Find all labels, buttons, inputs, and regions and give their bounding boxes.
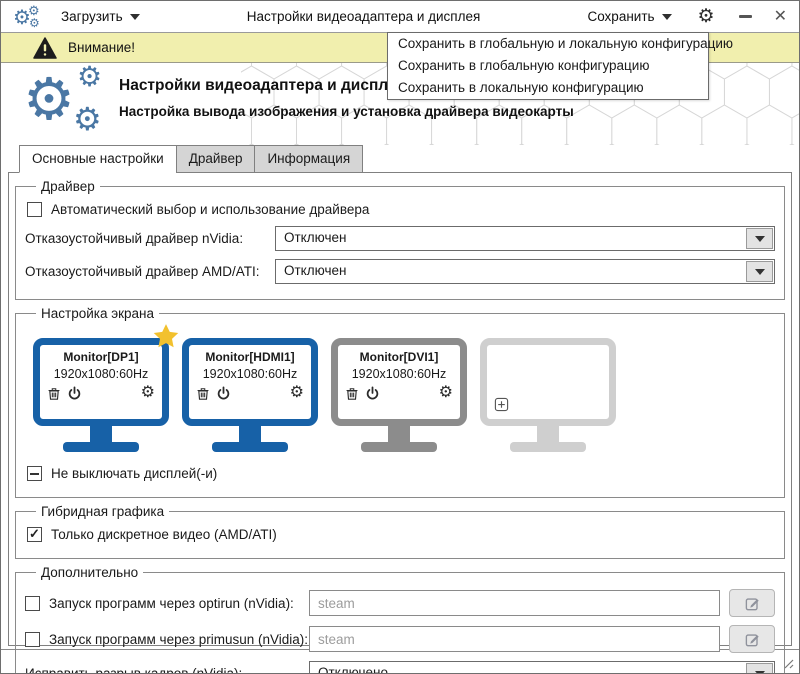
gears-logo-icon: ⚙ ⚙ ⚙ <box>23 63 103 137</box>
power-icon[interactable] <box>67 386 82 401</box>
dropdown-arrow-button[interactable] <box>746 663 773 673</box>
edit-pencil-icon <box>745 633 759 646</box>
nvidia-failsafe-select[interactable]: Отключен <box>275 226 775 251</box>
edit-pencil-icon <box>745 597 759 610</box>
chevron-down-icon <box>661 13 672 20</box>
tab-bar: Основные настройки Драйвер Информация <box>1 145 799 173</box>
tab-information[interactable]: Информация <box>254 145 364 173</box>
delete-monitor-icon[interactable] <box>47 386 61 401</box>
window-title: Настройки видеоадаптера и дисплея <box>246 9 481 24</box>
screen-group: Настройка экрана Monitor[DP1] 1920x1080:… <box>15 306 785 498</box>
optirun-command-input[interactable] <box>309 590 720 616</box>
dropdown-arrow-button[interactable] <box>746 261 773 282</box>
primusun-checkbox[interactable] <box>25 631 40 647</box>
resize-grip[interactable] <box>780 655 794 669</box>
close-button[interactable]: ✕ <box>773 7 787 25</box>
save-button-label: Сохранить <box>587 9 655 24</box>
app-logo-icon: ⚙ ⚙ ⚙ <box>13 2 40 30</box>
monitor-dvi1[interactable]: Monitor[DVI1] 1920x1080:60Hz <box>331 338 467 452</box>
page-title: Настройки видеоадаптера и дисплея <box>119 77 406 94</box>
discrete-only-label: Только дискретное видео (AMD/ATI) <box>51 527 277 542</box>
page-subtitle: Настройка вывода изображения и установка… <box>119 104 574 119</box>
amd-failsafe-select[interactable]: Отключен <box>275 259 775 284</box>
monitor-mode: 1920x1080:60Hz <box>351 367 447 381</box>
amd-failsafe-value: Отключен <box>284 263 347 278</box>
warning-text: Внимание! <box>68 40 136 55</box>
auto-driver-checkbox[interactable] <box>27 202 42 217</box>
screen-group-title: Настройка экрана <box>41 306 154 321</box>
tab-main-settings[interactable]: Основные настройки <box>19 145 177 173</box>
tearing-fix-value: Отключено <box>318 665 388 674</box>
save-button[interactable]: Сохранить <box>587 9 672 24</box>
minimize-button[interactable] <box>738 15 752 18</box>
driver-group: Драйвер Автоматический выбор и использов… <box>15 179 785 300</box>
monitor-name: Monitor[DVI1] <box>359 350 439 364</box>
nvidia-failsafe-label: Отказоустойчивый драйвер nVidia: <box>25 231 244 246</box>
monitor-mode: 1920x1080:60Hz <box>53 367 149 381</box>
power-icon[interactable] <box>365 386 380 401</box>
power-icon[interactable] <box>216 386 231 401</box>
dropdown-arrow-button[interactable] <box>746 228 773 249</box>
toolbar: ⚙ ⚙ ⚙ Загрузить Настройки видеоадаптера … <box>1 1 799 33</box>
chevron-down-icon <box>129 13 140 20</box>
keep-display-on-label: Не выключать дисплей(-и) <box>51 466 218 481</box>
tab-panel: Драйвер Автоматический выбор и использов… <box>8 172 792 673</box>
tearing-fix-select[interactable]: Отключено <box>309 661 775 674</box>
optirun-checkbox[interactable] <box>25 595 40 611</box>
monitor-settings-gear-icon[interactable]: ⚙ <box>289 384 304 401</box>
primusun-edit-button[interactable] <box>729 625 775 653</box>
monitor-settings-gear-icon[interactable]: ⚙ <box>438 384 453 401</box>
menu-item-save-global-and-local[interactable]: Сохранить в глобальную и локальную конфи… <box>398 36 733 51</box>
primusun-command-input[interactable] <box>309 626 720 652</box>
monitor-mode: 1920x1080:60Hz <box>202 367 298 381</box>
primary-star-icon <box>153 324 179 348</box>
extra-group-title: Дополнительно <box>41 565 139 580</box>
delete-monitor-icon[interactable] <box>196 386 210 401</box>
menu-item-save-global[interactable]: Сохранить в глобальную конфигурацию <box>398 58 650 73</box>
tab-driver[interactable]: Драйвер <box>175 145 256 173</box>
keep-display-on-checkbox[interactable] <box>27 466 42 481</box>
load-button-label: Загрузить <box>61 9 123 24</box>
monitor-name: Monitor[DP1] <box>63 350 139 364</box>
primusun-label: Запуск программ через primusun (nVidia): <box>49 631 309 647</box>
nvidia-failsafe-value: Отключен <box>284 230 347 245</box>
auto-driver-label: Автоматический выбор и использование дра… <box>51 202 370 217</box>
amd-failsafe-label: Отказоустойчивый драйвер AMD/ATI: <box>25 264 260 279</box>
settings-gear-button[interactable]: ⚙ <box>697 6 715 27</box>
warning-triangle-icon <box>33 36 57 59</box>
delete-monitor-icon[interactable] <box>345 386 359 401</box>
add-monitor-icon[interactable] <box>494 397 509 412</box>
optirun-edit-button[interactable] <box>729 589 775 617</box>
extra-group: Дополнительно Запуск программ через opti… <box>15 565 785 674</box>
discrete-only-checkbox[interactable] <box>27 527 42 542</box>
menu-item-save-local[interactable]: Сохранить в локальную конфигурацию <box>398 80 644 95</box>
optirun-label: Запуск программ через optirun (nVidia): <box>49 595 294 611</box>
monitor-add-slot[interactable] <box>480 338 616 452</box>
monitor-dp1[interactable]: Monitor[DP1] 1920x1080:60Hz <box>33 324 179 452</box>
monitor-settings-gear-icon[interactable]: ⚙ <box>140 384 155 401</box>
save-dropdown-menu: Сохранить в глобальную и локальную конфи… <box>387 32 733 100</box>
tearing-fix-label: Исправить разрыв кадров (nVidia): <box>25 666 243 674</box>
driver-group-title: Драйвер <box>41 179 95 194</box>
monitor-hdmi1[interactable]: Monitor[HDMI1] 1920x1080:60Hz <box>182 338 318 452</box>
monitor-name: Monitor[HDMI1] <box>205 350 295 364</box>
hybrid-graphics-group: Гибридная графика Только дискретное виде… <box>15 504 785 559</box>
hybrid-group-title: Гибридная графика <box>41 504 165 519</box>
load-button[interactable]: Загрузить <box>61 9 140 24</box>
monitor-list: Monitor[DP1] 1920x1080:60Hz <box>25 322 775 454</box>
